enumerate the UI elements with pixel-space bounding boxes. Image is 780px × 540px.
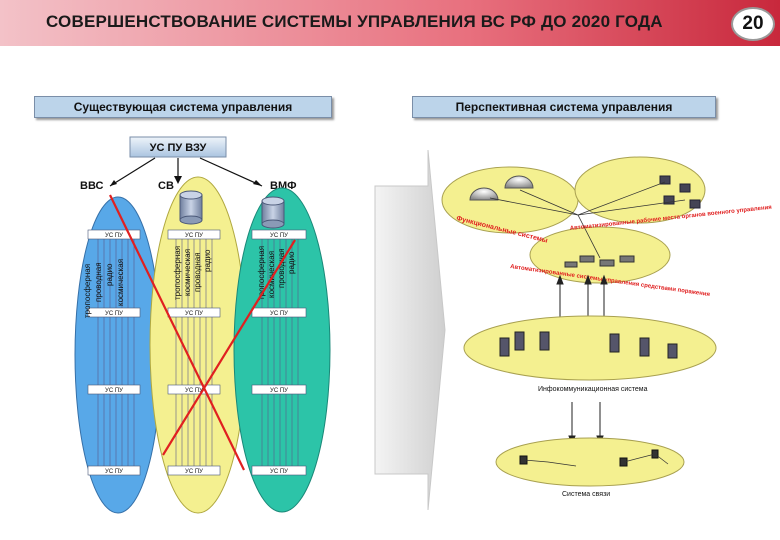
us-pu-node-box: [167, 465, 221, 476]
us-pu-node-label: УС ПУ: [185, 233, 203, 239]
us-pu-node-label: УС ПУ: [185, 311, 203, 317]
us-pu-node-label: УС ПУ: [270, 311, 288, 317]
comm-system-ellipse: [495, 437, 685, 487]
us-pu-node-box: [251, 384, 307, 395]
vvs-channel-labels: тропосферная проводная радио космическая: [83, 259, 125, 318]
vehicle-icon: [564, 255, 635, 268]
prospective-system-diagram: Функциональные системы Автоматизированны…: [441, 156, 773, 498]
page-title: СОВЕРШЕНСТВОВАНИЕ СИСТЕМЫ УПРАВЛЕНИЯ ВС …: [46, 12, 663, 31]
sv-channel-wire: проводная: [193, 252, 202, 292]
branch-sv-label: СВ: [158, 180, 174, 192]
comm-links: [523, 453, 669, 467]
workstation-icon: [659, 175, 701, 209]
sv-channel-radio: радио: [203, 249, 212, 272]
vmf-channel-labels: тропосферная космическая проводная радио: [257, 246, 296, 300]
header-bar: СОВЕРШЕНСТВОВАНИЕ СИСТЕМЫ УПРАВЛЕНИЯ ВС …: [0, 0, 780, 46]
us-pu-node-box: [251, 229, 307, 240]
sv-channel-labels: тропосферная космическая проводная радио: [173, 246, 212, 300]
us-pu-node-label: УС ПУ: [185, 388, 203, 394]
arrow-heads: [110, 176, 262, 186]
us-pu-node-label: УС ПУ: [105, 311, 123, 317]
vvs-channel-lines: [97, 236, 135, 466]
us-pu-node-box: [167, 384, 221, 395]
functional-ellipse-3: [529, 226, 671, 284]
page-number-badge: 20: [731, 7, 775, 41]
us-pu-node-box: [87, 384, 141, 395]
vvs-channel-radio: радио: [105, 263, 114, 286]
us-pu-node-label: УС ПУ: [105, 388, 123, 394]
vvs-channel-tropo: тропосферная: [83, 264, 92, 318]
branch-vvs-label: ВВС: [80, 180, 103, 192]
vmf-channel-wire: проводная: [277, 248, 286, 288]
us-pu-node-label: УС ПУ: [270, 388, 288, 394]
us-pu-node-label: УС ПУ: [105, 469, 123, 475]
vmf-channel-radio: радио: [287, 251, 296, 274]
us-pu-node-label: УС ПУ: [105, 233, 123, 239]
vmf-channel-tropo: тропосферная: [257, 246, 266, 300]
sv-cylinder: [179, 190, 203, 225]
dome-icon: [469, 175, 534, 201]
existing-system-label: Существующая система управления: [34, 96, 332, 118]
us-pu-node-box: [87, 307, 141, 318]
comm-system-label: Система связи: [562, 491, 610, 498]
top-node-box: [129, 136, 227, 158]
vvs-channel-wire: проводная: [94, 262, 103, 302]
us-pu-node-box: [87, 229, 141, 240]
functional-links: [489, 181, 686, 259]
infocomm-label: Инфокоммуникационная система: [538, 386, 648, 393]
vmf-cylinder: [261, 196, 285, 229]
infocomm-ellipse: [463, 315, 717, 381]
server-rack-icon: [499, 331, 678, 359]
sv-channel-space: космическая: [183, 249, 192, 296]
vmf-ellipse: [233, 187, 331, 513]
top-node-label: УС ПУ ВЗУ: [150, 142, 207, 154]
us-pu-node-box: [251, 465, 307, 476]
sv-channel-tropo: тропосферная: [173, 246, 182, 300]
transition-arrow: [374, 149, 446, 511]
us-pu-node-label: УС ПУ: [270, 469, 288, 475]
red-cross: [109, 194, 296, 471]
us-pu-node-box: [87, 465, 141, 476]
vvs-ellipse: [74, 196, 162, 514]
us-pu-node-box: [251, 307, 307, 318]
us-pu-node-label: УС ПУ: [185, 469, 203, 475]
vmf-channel-lines: [261, 236, 299, 466]
us-pu-node-box: [167, 229, 221, 240]
us-pu-node-label: УС ПУ: [270, 233, 288, 239]
sv-channel-lines: [175, 236, 213, 466]
vmf-channel-space: космическая: [267, 251, 276, 298]
vvs-channel-space: космическая: [116, 259, 125, 306]
prospective-system-label: Перспективная система управления: [412, 96, 716, 118]
functional-ellipse-2: [574, 156, 706, 224]
